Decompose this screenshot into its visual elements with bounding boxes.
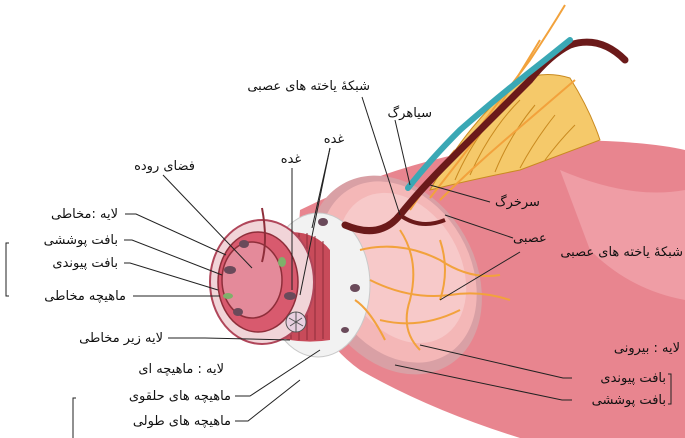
label-nerve-plexus-top: شبکهٔ یاخته های عصبی [247, 79, 370, 94]
label-connective: بافت پیوندی [52, 256, 118, 271]
label-submucosa: لایه زیر مخاطی [79, 331, 163, 346]
lumen [222, 242, 282, 318]
label-gland-1: غده [324, 132, 345, 147]
label-lumen: فضای روده [134, 159, 195, 174]
label-vein: سیاهرگ [388, 104, 432, 121]
label-nerve: عصبی [513, 231, 547, 246]
gland-oval [239, 240, 249, 248]
gland-oval [318, 218, 328, 226]
label-outer-epithelium: بافت پوششی [592, 393, 666, 408]
gland-oval [278, 257, 286, 267]
label-muscular-layer: لایه : ماهیچه ای [138, 362, 224, 377]
gland-oval [350, 284, 360, 292]
label-mucosa-layer: لایه :مخاطی [51, 207, 118, 222]
gland-oval [284, 292, 296, 300]
label-muscularis-mucosae: ماهیچه مخاطی [44, 289, 126, 304]
label-artery: سرخرگ [495, 193, 540, 210]
label-outer-connective: بافت پیوندی [600, 371, 666, 386]
label-nerve-plexus-right: شبکهٔ یاخته های عصبی [560, 245, 683, 260]
mucosa-bracket [6, 243, 9, 296]
label-epithelium: بافت پوششی [44, 233, 118, 248]
label-longitudinal-muscle: ماهیچه های طولی [133, 414, 231, 429]
gland-oval [223, 293, 233, 299]
gland-coil [286, 312, 306, 332]
label-circular-muscle: ماهیچه های حلقوی [129, 389, 231, 404]
gland-oval [341, 327, 349, 333]
label-gland-2: غده [281, 152, 302, 167]
gland-oval [233, 308, 243, 316]
label-outer-layer: لایه : بیرونی [614, 341, 680, 356]
gland-oval [224, 266, 236, 274]
muscle-bracket [73, 398, 76, 438]
